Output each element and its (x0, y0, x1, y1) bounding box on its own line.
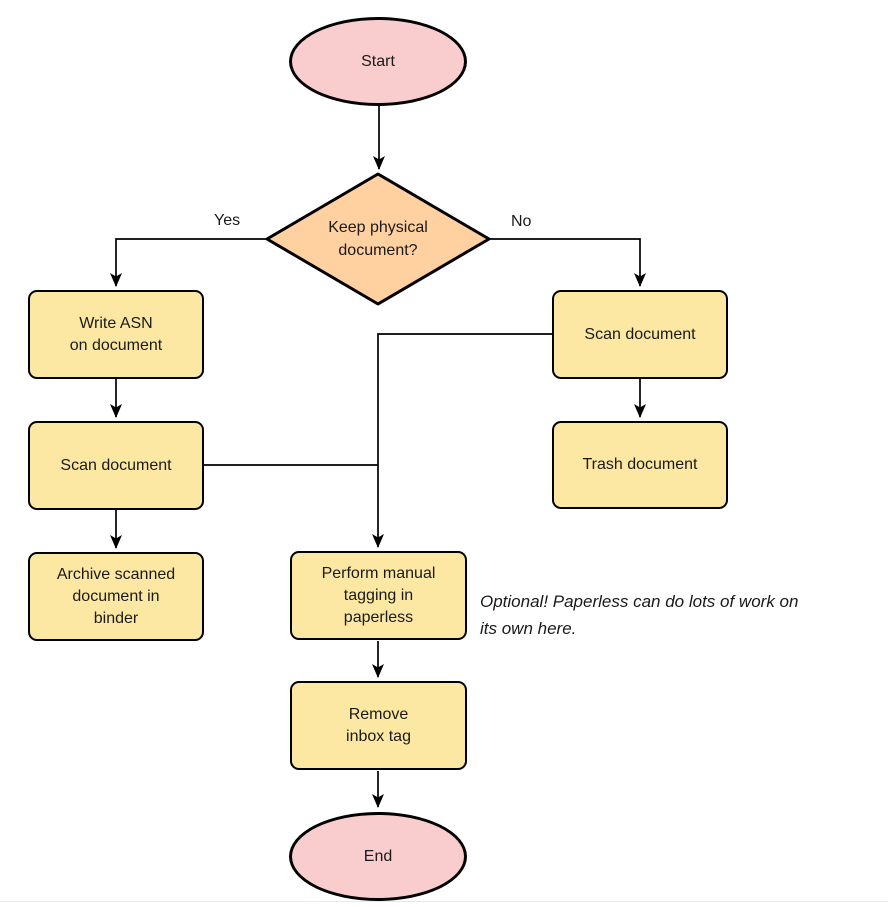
node-archive-binder: Archive scanned document in binder (28, 552, 204, 641)
edge-scan-right-to-tagging (372, 333, 552, 548)
node-end-label: End (363, 847, 393, 865)
node-remove-inbox-tag-label: Remove inbox tag (346, 705, 411, 745)
edge-decision-no-to-scan-right (490, 238, 646, 287)
node-end: End (289, 812, 467, 901)
node-archive-binder-label: Archive scanned document in binder (56, 565, 176, 627)
node-scan-document-left-label: Scan document (60, 456, 172, 474)
node-start-label: Start (361, 52, 395, 70)
node-scan-document-right: Scan document (552, 290, 728, 379)
node-decision: Keep physical document? (267, 174, 489, 304)
node-trash-document-label: Trash document (582, 456, 698, 473)
node-manual-tagging: Perform manual tagging in paperless (290, 551, 467, 640)
node-write-asn-label: Write ASN on document (69, 314, 163, 354)
node-decision-label: Keep physical document? (328, 219, 428, 259)
node-scan-document-left: Scan document (28, 421, 204, 510)
edge-label-no: No (509, 213, 534, 231)
node-scan-document-right-label: Scan document (584, 325, 696, 343)
node-write-asn: Write ASN on document (28, 290, 204, 379)
annotation-optional-note: Optional! Paperless can do lots of work … (480, 592, 799, 638)
node-remove-inbox-tag: Remove inbox tag (290, 681, 467, 770)
bottom-divider (0, 901, 888, 902)
node-start: Start (289, 17, 467, 106)
node-manual-tagging-label: Perform manual tagging in paperless (321, 564, 436, 626)
edge-label-yes: Yes (212, 212, 243, 230)
node-trash-document: Trash document (552, 421, 728, 509)
edge-decision-yes-to-write-asn (110, 238, 266, 287)
